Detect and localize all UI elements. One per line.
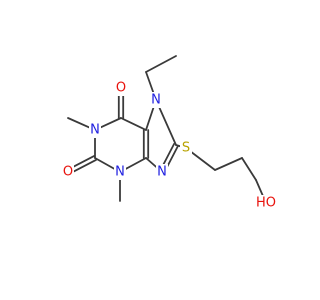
bond-propyl-2 (241, 157, 257, 181)
atom-label-background (115, 80, 127, 96)
atom-label-background (89, 122, 101, 138)
atom-label-background (114, 164, 126, 180)
atom-label-n3: N (115, 165, 125, 180)
atom-label-background (180, 140, 192, 156)
atom-label-background (150, 92, 162, 108)
atom-label-n1: N (90, 123, 100, 138)
atom-label-oh: HO (256, 196, 276, 211)
atom-label-n7: N (151, 93, 161, 108)
atom-label-background (62, 164, 74, 180)
atom-label-s: S (182, 141, 190, 156)
atom-label-background (255, 195, 277, 211)
bond-c5-c6 (120, 117, 147, 131)
bond-propyl-1 (214, 157, 243, 171)
atom-label-n9: N (157, 165, 167, 180)
atom-label-o6: O (116, 81, 126, 96)
bond-ethyl-chain (145, 55, 177, 73)
atom-label-o2: O (63, 165, 73, 180)
atom-label-background (156, 164, 168, 180)
